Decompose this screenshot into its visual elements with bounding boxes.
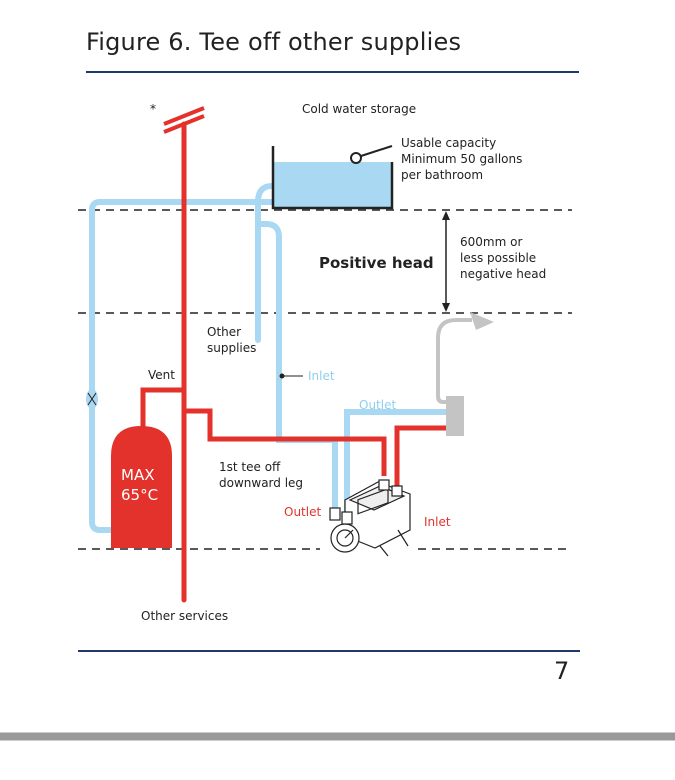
tee-label-line1: 1st tee off (219, 460, 281, 474)
head-dimension-arrow (442, 211, 450, 312)
hot-water-pipes (140, 121, 446, 603)
capacity-label-line3: per bathroom (401, 168, 483, 182)
footer-divider (78, 650, 580, 652)
other-supplies-line1: Other (207, 325, 241, 339)
vent-cap-icon (163, 106, 205, 134)
pump-icon (329, 479, 411, 557)
inlet-pointer (279, 373, 303, 379)
negative-head-line1: 600mm or (460, 235, 522, 249)
positive-head-label: Positive head (319, 254, 434, 272)
shower-icon (436, 312, 494, 436)
cold-outlet-label: Outlet (359, 398, 396, 412)
capacity-label-line1: Usable capacity (401, 136, 496, 150)
hot-outlet-label: Outlet (284, 505, 321, 519)
hot-inlet-label: Inlet (424, 515, 451, 529)
tee-label-line2: downward leg (219, 476, 303, 490)
isolating-valve-icon (86, 389, 98, 409)
figure-title: Figure 6. Tee off other supplies (86, 28, 462, 56)
cold-inlet-label: Inlet (308, 369, 335, 383)
vent-label: Vent (148, 368, 175, 382)
hot-water-cylinder (111, 426, 172, 548)
cold-water-pipes (89, 183, 449, 533)
page-separator-bar (0, 732, 675, 741)
cold-water-tank (271, 145, 394, 210)
negative-head-line3: negative head (460, 267, 546, 281)
cold-water-storage-label: Cold water storage (302, 102, 416, 116)
other-supplies-line2: supplies (207, 341, 256, 355)
page-number: 7 (554, 657, 570, 685)
other-services-label: Other services (141, 609, 228, 623)
cylinder-temp-label: 65°C (121, 486, 158, 504)
capacity-label-line2: Minimum 50 gallons (401, 152, 522, 166)
title-divider (86, 71, 579, 73)
asterisk-note: * (150, 102, 156, 116)
cylinder-max-label: MAX (121, 466, 154, 484)
negative-head-line2: less possible (460, 251, 536, 265)
